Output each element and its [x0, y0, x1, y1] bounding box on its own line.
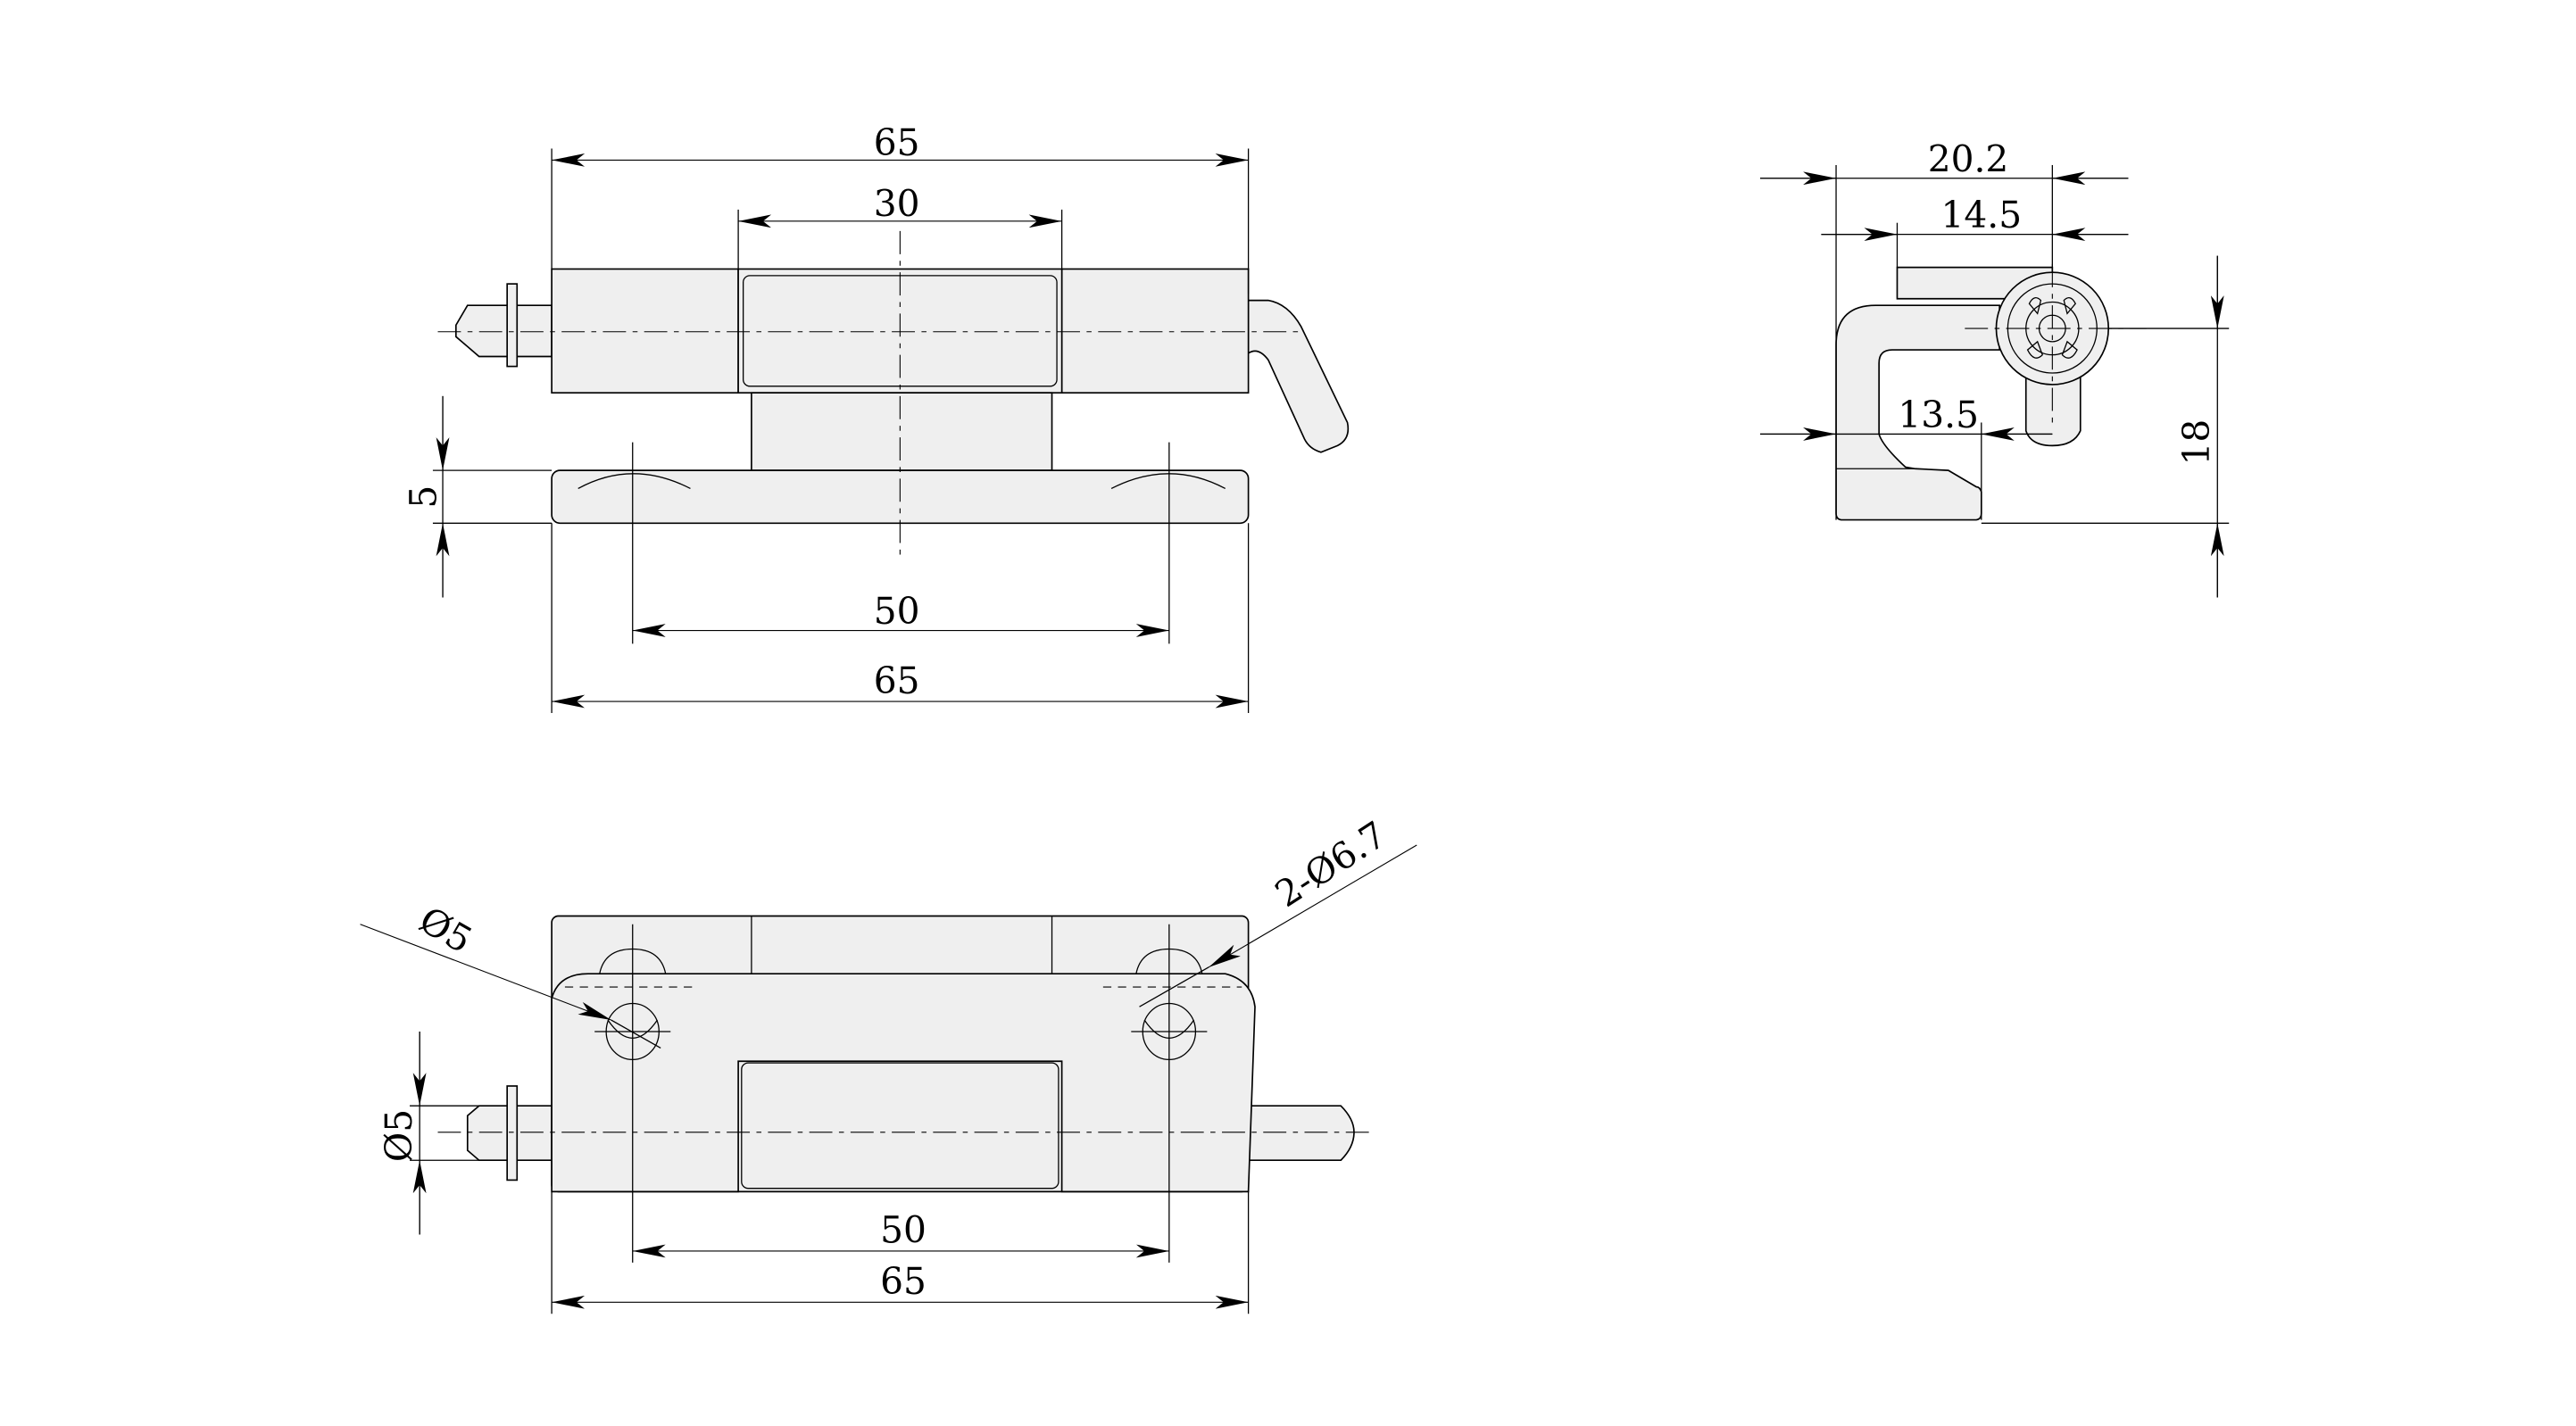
bent-pin	[1247, 299, 1350, 453]
side-view: 20.2 14.5 13.5 18	[1759, 137, 2230, 598]
dim-13-5-label: 13.5	[1898, 394, 1979, 436]
front-view: 65 30 5 50 65	[403, 121, 1350, 713]
leader-hole-callout	[1208, 844, 1417, 968]
front-leaf	[551, 973, 1256, 1193]
dim-65-bottom-label: 65	[874, 659, 920, 702]
leader-pin-dia	[360, 924, 611, 1021]
hole-callout-label: 2-Ø6.7	[1267, 813, 1394, 916]
dim-50-bottom-label: 50	[880, 1209, 927, 1252]
bottom-view: Ø5 2-Ø6.7 Ø5 50 65	[360, 813, 1417, 1314]
right-pin-bottom	[1247, 1105, 1355, 1162]
dim-5-label: 5	[403, 485, 445, 509]
dim-65-top-label: 65	[874, 121, 920, 164]
dim-30-label: 30	[874, 182, 920, 225]
web	[751, 392, 1053, 471]
pin-dia-label: Ø5	[378, 1109, 420, 1162]
dim-50-label: 50	[874, 590, 920, 633]
dim-18-label: 18	[2175, 419, 2218, 466]
knuckle-cutout	[741, 1062, 1059, 1190]
tab	[2024, 370, 2082, 447]
pin-washer-bottom	[506, 1085, 519, 1181]
hole-arc-left	[578, 473, 691, 490]
pin-washer	[506, 283, 519, 368]
dim-14-5-label: 14.5	[1941, 194, 2023, 236]
left-pin	[455, 304, 553, 358]
leader-pin-dia-label: Ø5	[412, 899, 479, 962]
left-knuckle	[551, 268, 739, 394]
right-knuckle	[1060, 268, 1250, 394]
dim-65-bottom-view-label: 65	[880, 1260, 927, 1303]
dim-20-2-label: 20.2	[1928, 137, 2009, 180]
